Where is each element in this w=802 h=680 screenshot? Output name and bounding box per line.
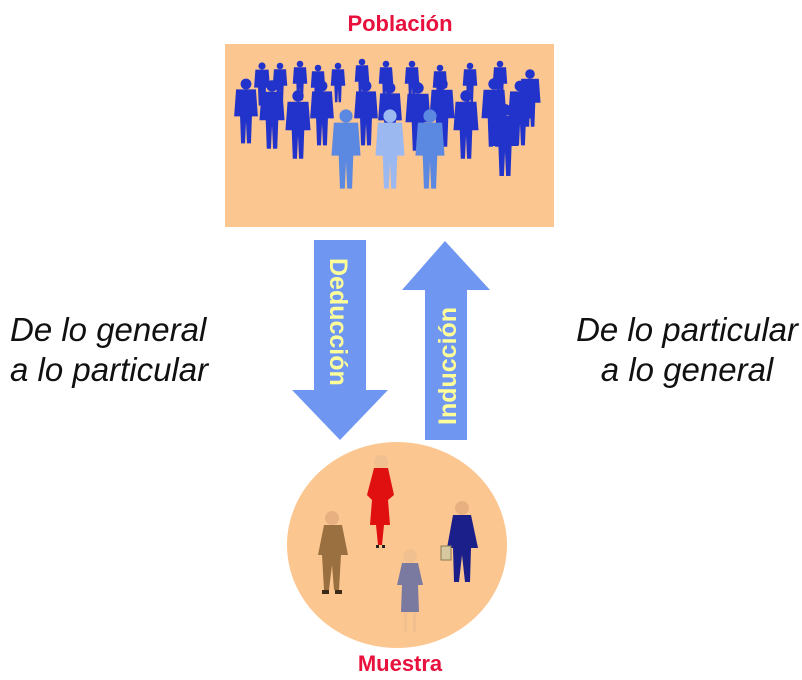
crowd-person-icon: [491, 104, 519, 176]
crowd-person-icon: [415, 109, 445, 189]
induction-arrow: [402, 241, 490, 440]
crowd-person-icon: [254, 62, 270, 106]
induction-arrow-label: Inducción: [434, 307, 462, 425]
crowd-person-icon: [285, 90, 311, 159]
crowd-person-icon: [272, 62, 288, 103]
crowd-person-icon: [429, 78, 455, 147]
left-text-line-2: a lo particular: [10, 351, 209, 388]
crowd-person-icon: [234, 78, 258, 144]
crowd-person-icon: [375, 109, 405, 189]
crowd-person-icon: [453, 90, 479, 159]
crowd-person-icon: [354, 80, 378, 146]
crowd-person-icon: [492, 60, 508, 101]
person-brown-man-icon: [318, 511, 348, 594]
right-text-line-1: De lo particular: [576, 311, 798, 348]
crowd-person-icon: [259, 80, 285, 149]
sample-title: Muestra: [357, 651, 443, 676]
crowd-person-icon: [354, 58, 370, 99]
crowd-person-icon: [404, 60, 420, 101]
person-gray-woman-icon: [397, 549, 423, 632]
right-text-line-2: a lo general: [600, 351, 774, 388]
person-navy-man-icon: [440, 501, 478, 582]
crowd-person-icon: [519, 69, 541, 127]
crowd-person-icon: [378, 60, 394, 101]
crowd-person-icon: [331, 109, 361, 189]
crowd-person-icon: [462, 62, 478, 103]
left-text-line-1: De lo general: [10, 311, 207, 348]
population-crowd-icon: [234, 58, 541, 189]
crowd-person-icon: [405, 82, 431, 151]
crowd-person-icon: [292, 60, 308, 101]
deduction-arrow: [292, 240, 388, 440]
deduction-arrow-label: Deducción: [324, 258, 352, 386]
crowd-person-icon: [310, 80, 334, 146]
particular-to-general-text: De lo particular a lo general: [576, 310, 798, 390]
population-title: Población: [347, 11, 453, 36]
general-to-particular-text: De lo general a lo particular: [10, 310, 208, 390]
sample-circle: [287, 442, 507, 648]
person-red-woman-icon: [367, 455, 394, 548]
crowd-person-icon: [330, 62, 346, 103]
